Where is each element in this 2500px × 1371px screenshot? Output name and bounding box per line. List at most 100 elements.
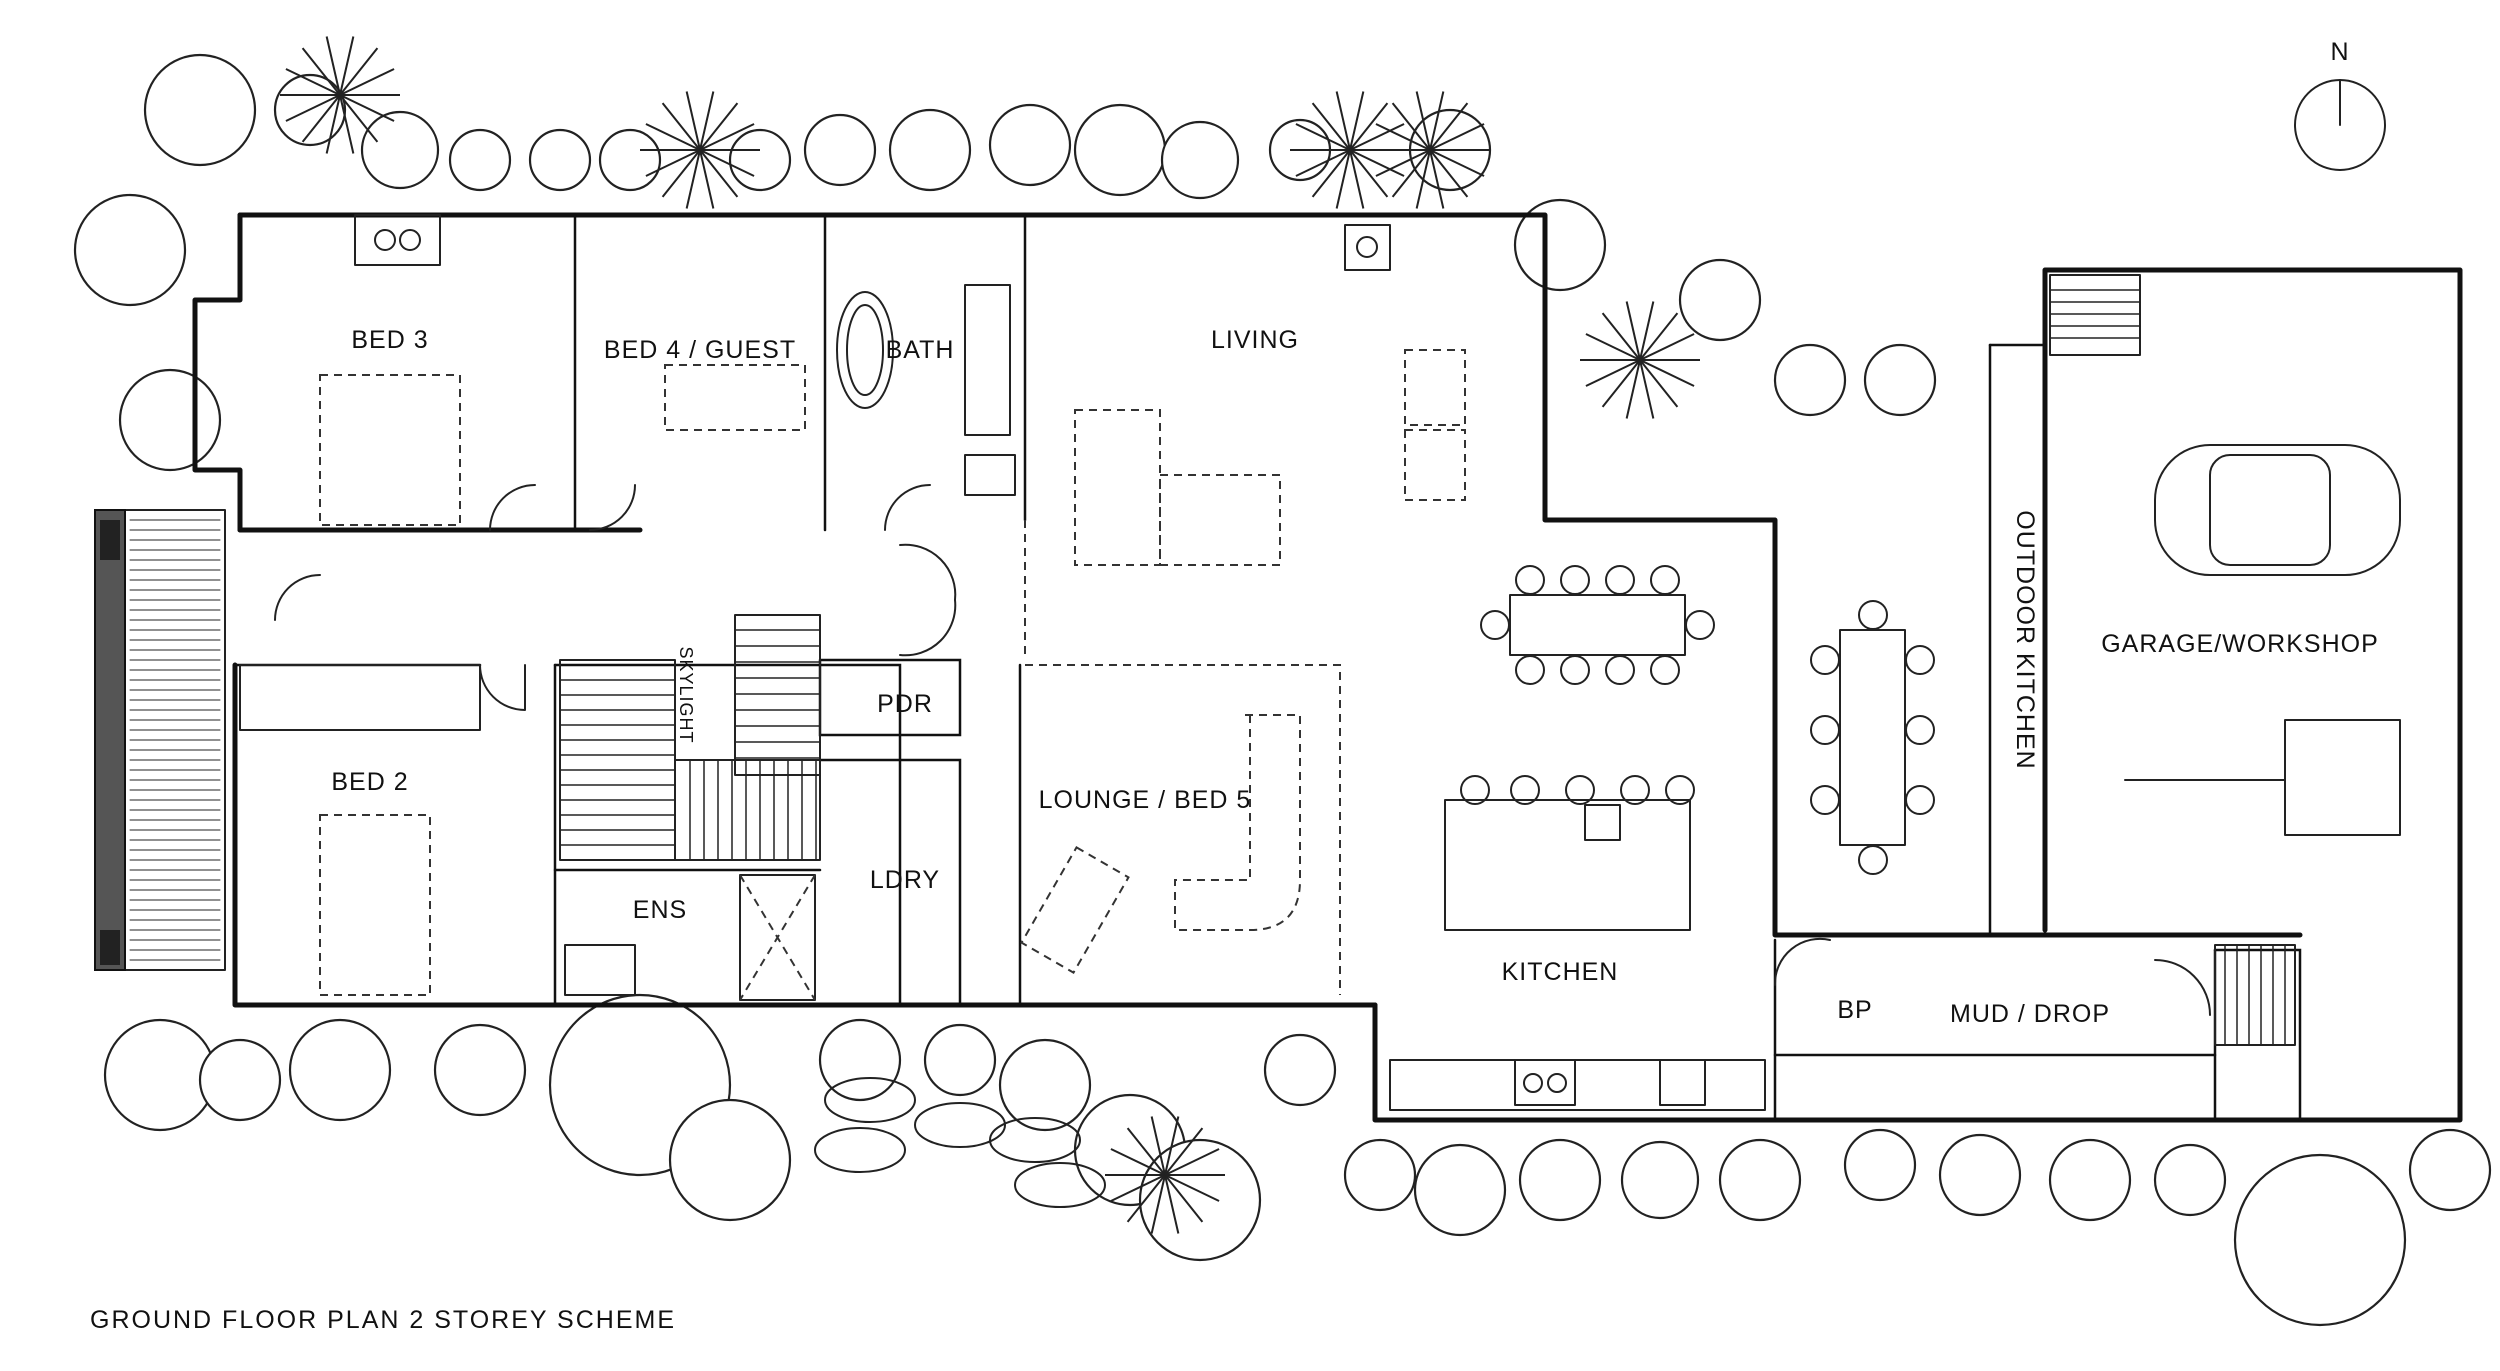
tree-canopy	[988, 103, 1072, 187]
palm-frond	[1164, 1127, 1204, 1176]
palm-frond	[699, 149, 739, 198]
palm-tree	[1580, 301, 1700, 419]
palm-frond	[1349, 149, 1405, 177]
palm-frond	[1429, 123, 1485, 151]
palm-frond	[1415, 91, 1431, 151]
dining-chair	[1460, 775, 1490, 805]
room-label-bath: BATH	[886, 336, 955, 364]
tree-canopy	[728, 128, 792, 192]
palm-frond	[661, 149, 701, 198]
dining-chair	[1810, 645, 1840, 675]
palm-frond	[1349, 123, 1405, 151]
tree-canopy	[2233, 1153, 2407, 1327]
north-label: N	[2330, 38, 2349, 66]
palm-frond	[1311, 149, 1351, 198]
room-label-ldry: LDRY	[870, 866, 940, 894]
palm-frond	[1375, 123, 1431, 151]
tree-canopy	[888, 108, 972, 192]
dining-chair	[1810, 715, 1840, 745]
palm-frond	[1295, 149, 1351, 177]
tree-canopy	[1160, 120, 1240, 200]
palm-frond	[1639, 333, 1695, 361]
dining-chair	[1905, 715, 1935, 745]
room-label-mud: MUD / DROP	[1950, 1000, 2110, 1028]
palm-frond	[699, 102, 739, 151]
tree-canopy	[598, 128, 662, 192]
dining-chair	[1510, 775, 1540, 805]
dining-chair	[1650, 655, 1680, 685]
palm-frond	[339, 94, 395, 122]
dining-chair	[1858, 845, 1888, 875]
palm-frond	[1391, 102, 1431, 151]
palm-frond	[1625, 301, 1641, 361]
palm-frond	[1311, 102, 1351, 151]
west-deck	[94, 509, 226, 971]
palm-frond	[1585, 359, 1641, 387]
palm-frond	[339, 94, 379, 143]
palm-frond	[1429, 149, 1469, 198]
tree-canopy	[1863, 343, 1937, 417]
palm-frond	[1335, 149, 1351, 209]
tree-canopy	[103, 1018, 217, 1132]
tree-canopy	[1678, 258, 1762, 342]
dining-chair	[1620, 775, 1650, 805]
stair-treads	[559, 289, 2286, 1046]
palm-tree	[1290, 91, 1410, 209]
tree-canopy	[668, 1098, 792, 1222]
palm-frond	[1429, 91, 1445, 151]
palm-frond	[1639, 301, 1655, 361]
tree-canopy	[118, 368, 222, 472]
palm-frond	[1349, 149, 1389, 198]
palm-frond	[1639, 359, 1679, 408]
palm-frond	[1349, 149, 1365, 209]
tree-canopy	[1263, 1033, 1337, 1107]
palm-frond	[645, 123, 701, 151]
tree-canopy	[803, 113, 877, 187]
palm-frond	[1164, 1116, 1180, 1176]
stepping-stones	[814, 1077, 1106, 1208]
tree-canopy	[1073, 103, 1167, 197]
dining-chair	[1665, 775, 1695, 805]
tree-canopy	[2048, 1138, 2132, 1222]
palm-frond	[1585, 333, 1641, 361]
stepping-stone	[1014, 1162, 1106, 1208]
palm-frond	[1429, 102, 1469, 151]
palm-frond	[339, 36, 355, 96]
dining-chair	[1560, 655, 1590, 685]
tree-canopy	[2408, 1128, 2492, 1212]
palm-frond	[699, 123, 755, 151]
palm-frond	[1164, 1174, 1220, 1202]
palm-frond	[1150, 1116, 1166, 1176]
room-label-garage: GARAGE/WORKSHOP	[2101, 630, 2379, 658]
dining-chair	[1650, 565, 1680, 595]
stepping-stone	[824, 1077, 916, 1123]
tree-canopy	[923, 1023, 997, 1097]
tree-canopy	[73, 193, 187, 307]
palm-frond	[1164, 1174, 1180, 1234]
room-label-ens: ENS	[633, 896, 687, 924]
room-label-bp: BP	[1837, 996, 1872, 1024]
tree-canopy	[1620, 1140, 1700, 1220]
palm-frond	[339, 47, 379, 96]
dining-chair	[1905, 645, 1935, 675]
furniture	[239, 214, 2401, 1111]
stairs	[559, 614, 821, 861]
room-label-bed2: BED 2	[331, 768, 408, 796]
tree-canopy	[360, 110, 440, 190]
palm-frond	[1391, 149, 1431, 198]
dining-chair	[1515, 655, 1545, 685]
palm-frond	[1601, 312, 1641, 361]
tree-canopy	[1413, 1143, 1507, 1237]
palm-frond	[1126, 1127, 1166, 1176]
palm-frond	[1164, 1174, 1204, 1223]
palm-frond	[1639, 359, 1695, 387]
north-arrow: N	[2294, 38, 2386, 171]
palm-frond	[1295, 123, 1351, 151]
palm-frond	[1349, 102, 1389, 151]
stepping-stone	[989, 1117, 1081, 1163]
palm-frond	[1349, 91, 1365, 151]
tree-canopy	[1343, 1138, 1417, 1212]
room-label-pdr: PDR	[877, 690, 933, 718]
palm-frond	[1415, 149, 1431, 209]
